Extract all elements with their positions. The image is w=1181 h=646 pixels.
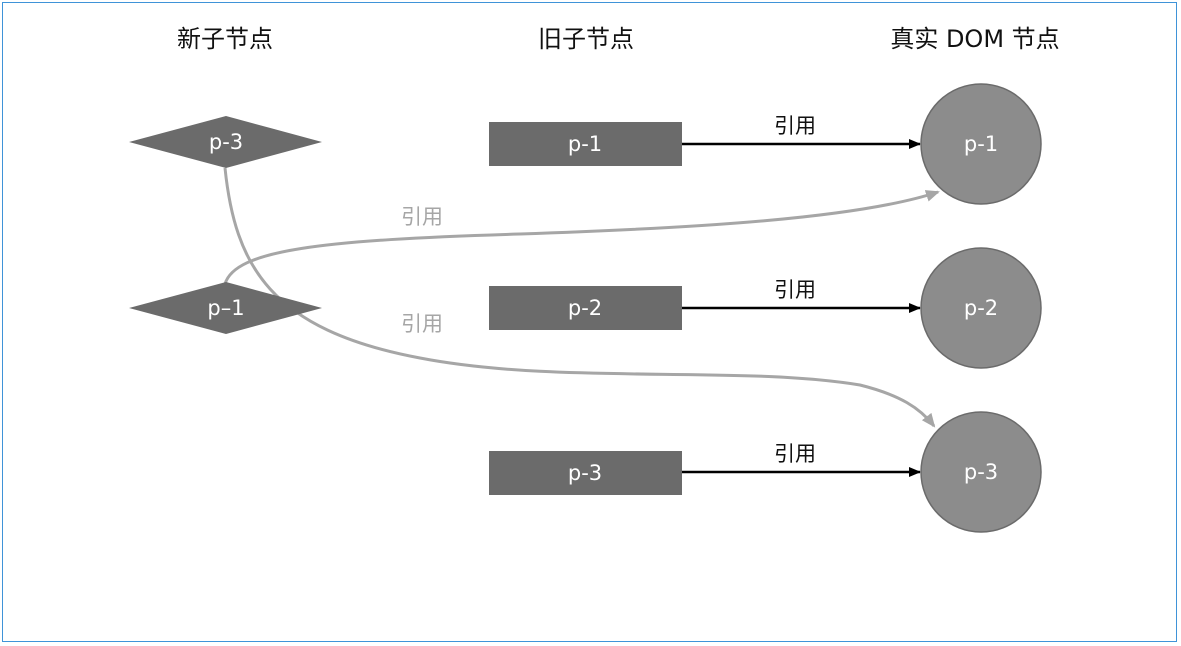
dom-node-p3-circle xyxy=(920,411,1042,533)
dom-node-p1-circle xyxy=(920,83,1042,205)
ref-label-old-p3: 引用 xyxy=(774,442,816,466)
new-node-p1-label: p–1 xyxy=(207,296,244,320)
old-node-p2-label: p-2 xyxy=(568,296,602,320)
dom-node-p3-label: p-3 xyxy=(964,460,998,484)
dom-node-p1-label: p-1 xyxy=(964,132,998,156)
new-node-p1-diamond xyxy=(129,282,322,334)
ref-edge-new-p1-to-dom-p1 xyxy=(223,190,940,285)
ref-label-old-p2: 引用 xyxy=(774,278,816,302)
dom-node-p2-circle xyxy=(920,247,1042,369)
old-node-p3-rect xyxy=(489,451,682,495)
old-node-p1-rect xyxy=(489,122,682,166)
old-node-p2-rect xyxy=(489,286,682,330)
ref-edge-new-p3-to-dom-p3 xyxy=(223,167,936,428)
new-node-p3-label: p-3 xyxy=(209,130,243,154)
old-node-p1-label: p-1 xyxy=(568,132,602,156)
old-node-p3-label: p-3 xyxy=(568,461,602,485)
ref-label-new-p3: 引用 xyxy=(401,312,443,336)
ref-label-old-p1: 引用 xyxy=(774,114,816,138)
header-real-dom: 真实 DOM 节点 xyxy=(890,25,1059,53)
new-node-p3-diamond xyxy=(129,116,322,168)
dom-node-p2-label: p-2 xyxy=(964,296,998,320)
ref-label-new-p1: 引用 xyxy=(401,205,443,229)
header-old-children: 旧子节点 xyxy=(538,25,634,53)
header-new-children: 新子节点 xyxy=(177,25,273,53)
